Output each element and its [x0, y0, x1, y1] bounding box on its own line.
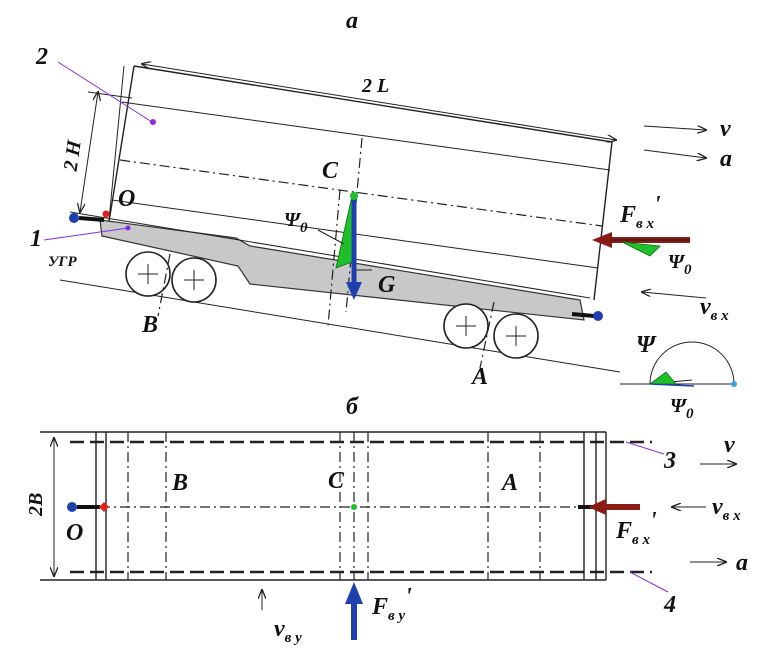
v-in-label: vв х: [700, 294, 729, 324]
bogie-B: B: [125, 251, 217, 338]
callout-4-label: 4: [663, 592, 676, 618]
angle-label-ugr: УГР: [48, 254, 77, 270]
weight-G-label: G: [378, 272, 396, 298]
center-of-gravity: C Ψ0 G: [284, 137, 396, 327]
psi-label: Ψ: [636, 332, 657, 358]
view-b-label: б: [346, 394, 359, 420]
a-label: a: [720, 146, 732, 172]
inflow-velocity-arrow: vв х: [642, 292, 729, 324]
force-Fx-label: Fв х': [615, 508, 657, 548]
accel-arrow-top: a: [690, 550, 748, 576]
dimension-2H: 2 H: [60, 92, 133, 212]
force-F-vy: Fв у': [345, 582, 412, 640]
callout-3: 3: [625, 441, 676, 474]
point-C-top-label: C: [328, 468, 345, 494]
bogie-B-label: B: [141, 312, 158, 338]
angle-psi-diagram: Ψ Ψ0: [620, 332, 737, 422]
velocity-arrow-top: v: [700, 432, 736, 464]
dim-width-label: 2B: [25, 493, 47, 517]
callout-1-label: 1: [30, 226, 42, 252]
psi0-bottom-label: Ψ0: [670, 395, 694, 422]
callout-3-label: 3: [663, 448, 676, 474]
chassis-frame: [99, 219, 585, 321]
a-top-label: a: [736, 550, 748, 576]
point-C-label: C: [322, 158, 339, 184]
psi0-right-label: Ψ0: [668, 251, 692, 278]
v-label: v: [720, 116, 731, 142]
lateral-velocity-arrow: vв у: [262, 590, 302, 646]
inflow-velocity-top: vв х: [672, 494, 741, 524]
coupling-right: [571, 311, 603, 321]
force-F-vx-top: Fв х': [578, 499, 657, 548]
callout-4: 4: [629, 571, 676, 618]
bogie-A-label: A: [470, 364, 488, 390]
point-O-label: O: [118, 186, 135, 212]
v-in-top-label: vв х: [712, 494, 741, 524]
view-a-label: а: [346, 8, 358, 34]
callout-2: 2: [35, 44, 156, 125]
dim-length-label: 2 L: [361, 75, 389, 97]
top-view-outline: [40, 431, 652, 581]
force-F-vx: Fв х' Ψ0: [592, 192, 692, 278]
dimension-2B: 2B: [25, 438, 54, 576]
bogie-A: A: [443, 301, 539, 390]
psi0-left-label: Ψ0: [284, 209, 308, 236]
velocity-accel-arrows: v a: [643, 116, 732, 172]
callout-1: 1 УГР: [30, 225, 131, 270]
view-a: а 2 L 2 H 2: [30, 8, 737, 422]
point-O-top-label: O: [66, 520, 83, 546]
callout-2-label: 2: [35, 44, 48, 70]
center-point-top: [351, 504, 357, 510]
dimension-2L: 2 L: [142, 64, 616, 140]
force-F-label: Fв х': [619, 192, 661, 232]
v-top-label: v: [724, 432, 735, 458]
v-y-label: vв у: [274, 616, 302, 646]
view-b: б 2B: [25, 394, 748, 646]
bogie-A-top-label: A: [500, 470, 518, 496]
force-Fy-label: Fв у': [371, 584, 412, 624]
dim-height-label: 2 H: [60, 138, 86, 174]
coupling-O: O: [69, 186, 135, 223]
bogie-B-top-label: B: [171, 470, 188, 496]
coupling-O-top: O: [66, 502, 109, 546]
